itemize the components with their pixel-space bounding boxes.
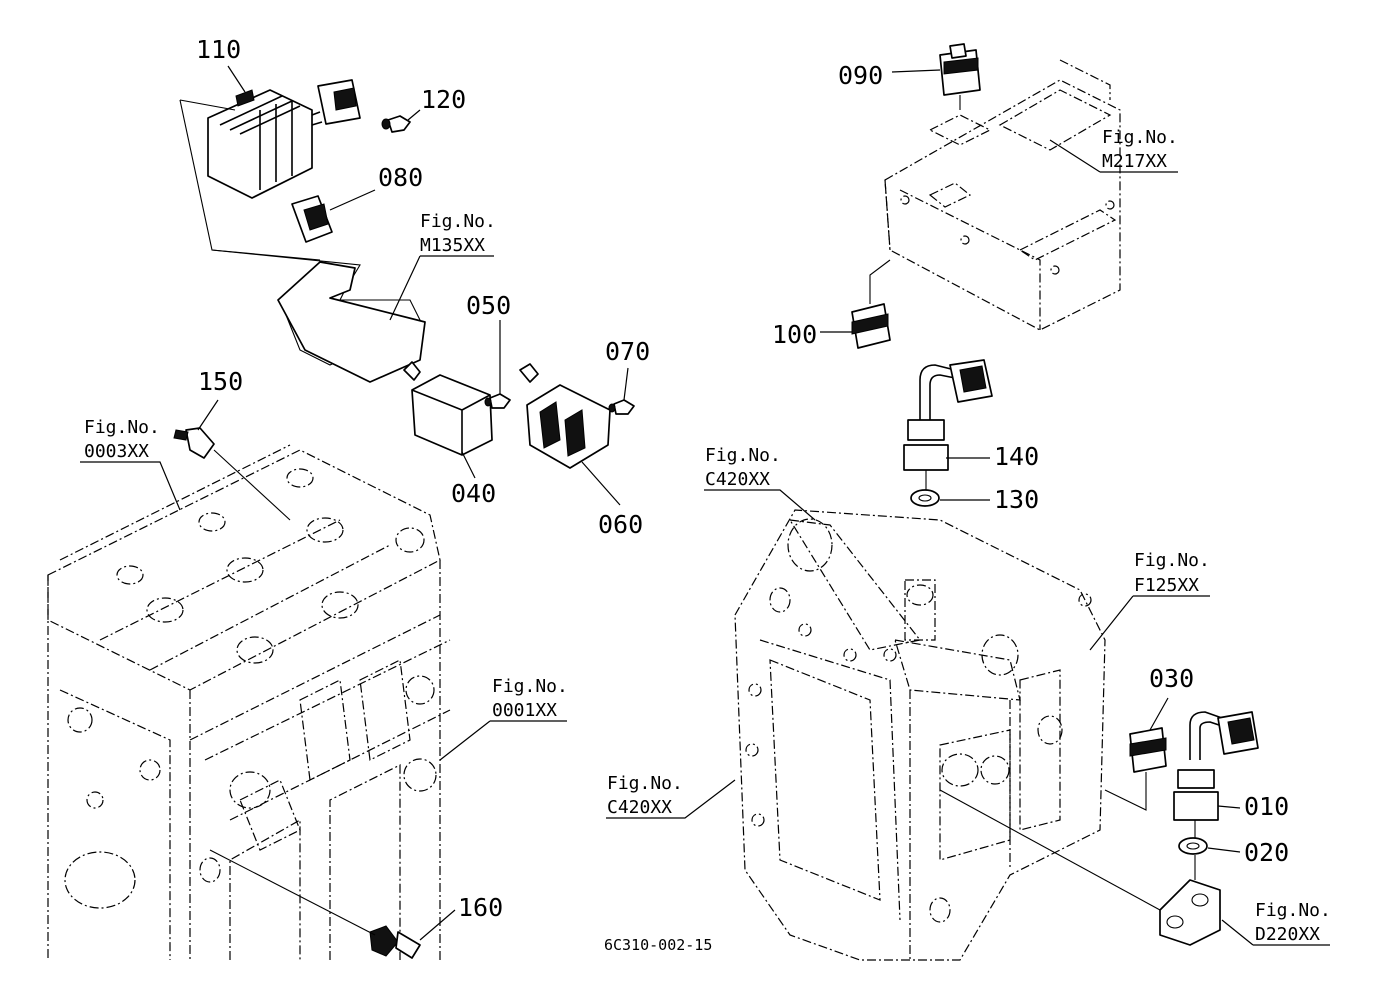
fig-ref-c420xx-lower-title: Fig.No. [607, 773, 683, 794]
callout-060: 060 [598, 510, 643, 539]
sensor-part-140 [903, 359, 993, 490]
callout-010: 010 [1244, 792, 1289, 821]
sensor-part-160 [209, 849, 421, 959]
callout-120: 120 [421, 85, 466, 114]
fitting-illustration [939, 789, 1221, 946]
fig-ref-m135xx-title: Fig.No. [420, 211, 496, 232]
fig-ref-0003xx-title: Fig.No. [84, 417, 160, 438]
bracket-outline-2 [179, 99, 321, 261]
callout-070: 070 [605, 337, 650, 366]
drawing-code: 6C310-002-15 [604, 936, 712, 954]
fig-ref-c420xx-upper-title: Fig.No. [705, 445, 781, 466]
bolt-part-070 [608, 399, 635, 415]
engine-block-illustration [47, 444, 451, 960]
sensor-part-010 [1173, 711, 1259, 838]
connector-part-080 [291, 195, 333, 243]
fig-ref-d220xx-title: Fig.No. [1255, 900, 1331, 921]
fig-ref-0001xx-code: 0001XX [492, 700, 557, 721]
callout-040: 040 [451, 479, 496, 508]
callout-050: 050 [466, 291, 511, 320]
switch-part-030 [1104, 727, 1167, 811]
bolt-part-050 [484, 393, 511, 409]
fig-ref-m217xx-code: M217XX [1102, 151, 1167, 172]
fig-ref-0003xx-code: 0003XX [84, 441, 149, 462]
fig-ref-0001xx-title: Fig.No. [492, 676, 568, 697]
fig-ref-m217xx-title: Fig.No. [1102, 127, 1178, 148]
fig-ref-f125xx-code: F125XX [1134, 575, 1199, 596]
fig-ref-m135xx-code: M135XX [420, 235, 485, 256]
switch-part-090 [939, 43, 981, 110]
fig-ref-d220xx-code: D220XX [1255, 924, 1320, 945]
leader-lines [80, 65, 1330, 946]
fig-ref-c420xx-upper-code: C420XX [705, 469, 770, 490]
fig-ref-f125xx-title: Fig.No. [1134, 550, 1210, 571]
switch-part-100 [851, 259, 891, 349]
callout-150: 150 [198, 367, 243, 396]
bolt-part-120 [381, 115, 411, 133]
callout-030: 030 [1149, 664, 1194, 693]
sensor-part-150 [173, 427, 291, 521]
bracket-outline [179, 99, 421, 366]
relay-part-040 [403, 361, 493, 456]
callout-080: 080 [378, 163, 423, 192]
callout-160: 160 [458, 893, 503, 922]
fig-ref-c420xx-lower-code: C420XX [607, 797, 672, 818]
washer-part-020 [1178, 837, 1208, 855]
bracket-illustration [884, 59, 1121, 331]
relay-part-060 [519, 363, 611, 469]
transmission-case-illustration [734, 509, 1106, 961]
callout-130: 130 [994, 485, 1039, 514]
bracket-plate [277, 261, 426, 383]
regulator-part-110 [207, 79, 361, 199]
callout-090: 090 [838, 61, 883, 90]
washer-part-130 [910, 489, 940, 507]
callout-140: 140 [994, 442, 1039, 471]
callout-020: 020 [1244, 838, 1289, 867]
callout-110: 110 [196, 35, 241, 64]
callout-100: 100 [772, 320, 817, 349]
